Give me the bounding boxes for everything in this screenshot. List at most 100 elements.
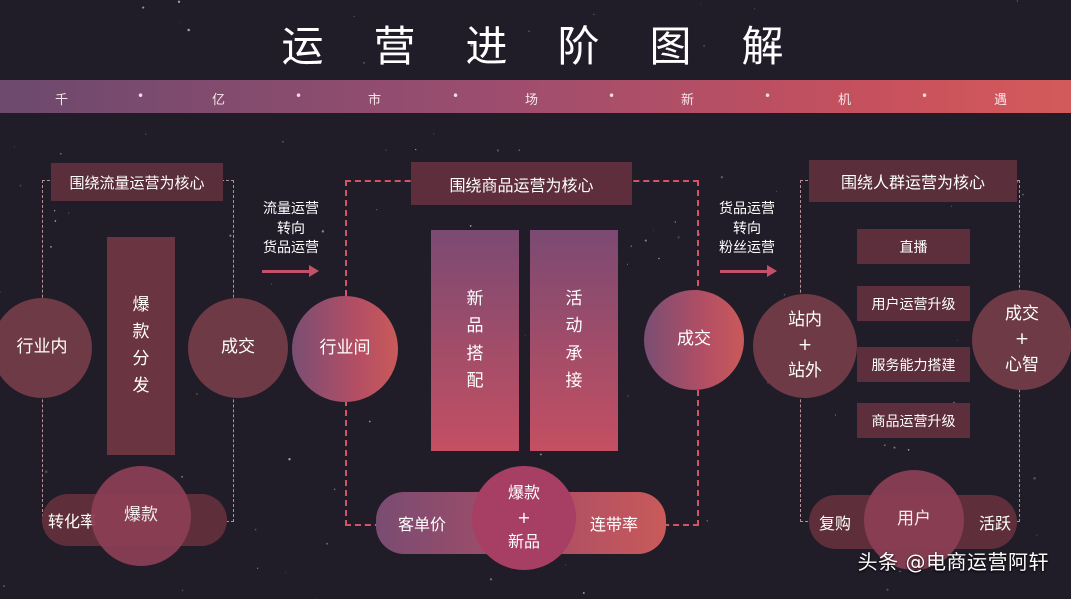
circle-line: 站外 — [788, 360, 822, 381]
circle-line: + — [797, 335, 813, 356]
banner-dot: • — [764, 89, 772, 103]
left-pill-label: 转化率 — [48, 512, 97, 531]
star — [953, 401, 955, 404]
star — [363, 61, 366, 64]
star — [886, 588, 889, 591]
star — [144, 133, 147, 135]
star — [406, 53, 409, 56]
right-box-product-ops: 商品运营升级 — [857, 403, 970, 438]
note-line: 货品运营 — [263, 240, 319, 257]
right-circle-inside-outside: 站内 + 站外 — [753, 294, 857, 398]
star — [700, 4, 702, 6]
star — [626, 263, 628, 265]
star — [627, 395, 629, 397]
right-box-user-ops: 用户运营升级 — [857, 286, 970, 321]
star — [256, 567, 259, 569]
star — [326, 542, 329, 545]
title-char: 运 — [281, 21, 330, 71]
vertical-text: 新品搭配 — [466, 289, 484, 391]
star — [658, 257, 660, 260]
star — [1036, 534, 1038, 536]
star — [663, 59, 665, 61]
star — [285, 572, 287, 574]
star — [288, 458, 291, 461]
circle-line: 成交 — [1005, 303, 1039, 324]
star — [254, 528, 257, 531]
star — [177, 0, 181, 3]
star — [271, 283, 273, 285]
star — [470, 43, 473, 47]
star — [1022, 193, 1024, 196]
circle-line: 站内 — [788, 309, 822, 330]
banner-dot: • — [295, 89, 303, 103]
star — [142, 6, 145, 9]
star — [582, 592, 585, 594]
star — [181, 475, 184, 478]
star — [432, 132, 435, 135]
right-pill-right-label: 活跃 — [978, 514, 1011, 533]
star — [469, 225, 472, 227]
star — [54, 220, 57, 222]
star — [899, 570, 901, 573]
star — [13, 146, 15, 148]
right-circle-deal-mind: 成交 + 心智 — [972, 290, 1071, 390]
title-char: 阶 — [557, 21, 606, 71]
right-box-live: 直播 — [857, 229, 970, 264]
star — [229, 234, 232, 237]
banner-char: 遇 — [994, 93, 1008, 108]
star — [49, 245, 53, 248]
title-char: 营 — [373, 21, 422, 71]
diagram-title: 运 营 进 阶 图 解 — [0, 8, 1071, 78]
title-char: 进 — [465, 21, 514, 71]
star — [653, 229, 654, 231]
banner-dot: • — [608, 89, 616, 103]
star — [489, 578, 493, 581]
star — [295, 210, 297, 212]
star — [753, 8, 756, 10]
star — [528, 30, 530, 32]
star — [630, 245, 632, 247]
middle-section-header: 围绕商品运营为核心 — [411, 162, 632, 205]
note-line: 粉丝运营 — [719, 240, 775, 257]
star — [644, 239, 647, 242]
arrow-right-1 — [262, 265, 319, 277]
star — [376, 209, 378, 211]
star — [3, 585, 5, 588]
star — [667, 50, 670, 53]
star — [565, 564, 567, 566]
star — [775, 191, 777, 193]
note-line: 流量运营 — [263, 201, 319, 217]
star — [957, 340, 959, 341]
star — [893, 446, 896, 449]
star — [593, 13, 595, 16]
star — [720, 176, 724, 179]
banner-char: 新 — [681, 93, 695, 108]
arrow-right-2 — [720, 265, 777, 277]
star — [333, 488, 336, 491]
star — [385, 149, 387, 151]
star — [539, 453, 542, 456]
star — [67, 212, 70, 214]
star — [0, 290, 1, 293]
circle-line: 新品 — [507, 532, 540, 552]
star — [180, 21, 182, 23]
circle-line: 爆款 — [507, 482, 540, 502]
left-vertical-bar: 爆款分发 — [107, 237, 175, 455]
transition-note-2: 货品运营 转向 粉丝运营 — [708, 200, 786, 259]
star — [19, 184, 22, 187]
middle-pill-left-label: 客单价 — [398, 515, 447, 534]
star — [53, 209, 56, 212]
star — [496, 149, 499, 152]
star — [314, 597, 316, 599]
star — [949, 567, 951, 569]
circle-line: + — [1014, 329, 1030, 350]
middle-pill-circle: 爆款 + 新品 — [472, 466, 576, 570]
middle-bar-new-product: 新品搭配 — [431, 230, 519, 451]
middle-bar-activity: 活动承接 — [530, 230, 618, 451]
banner-char: 千 — [55, 93, 69, 108]
banner-dot: • — [921, 89, 929, 103]
star — [415, 148, 417, 151]
star — [834, 414, 837, 416]
right-section-header: 围绕人群运营为核心 — [809, 160, 1017, 202]
star — [907, 448, 910, 451]
